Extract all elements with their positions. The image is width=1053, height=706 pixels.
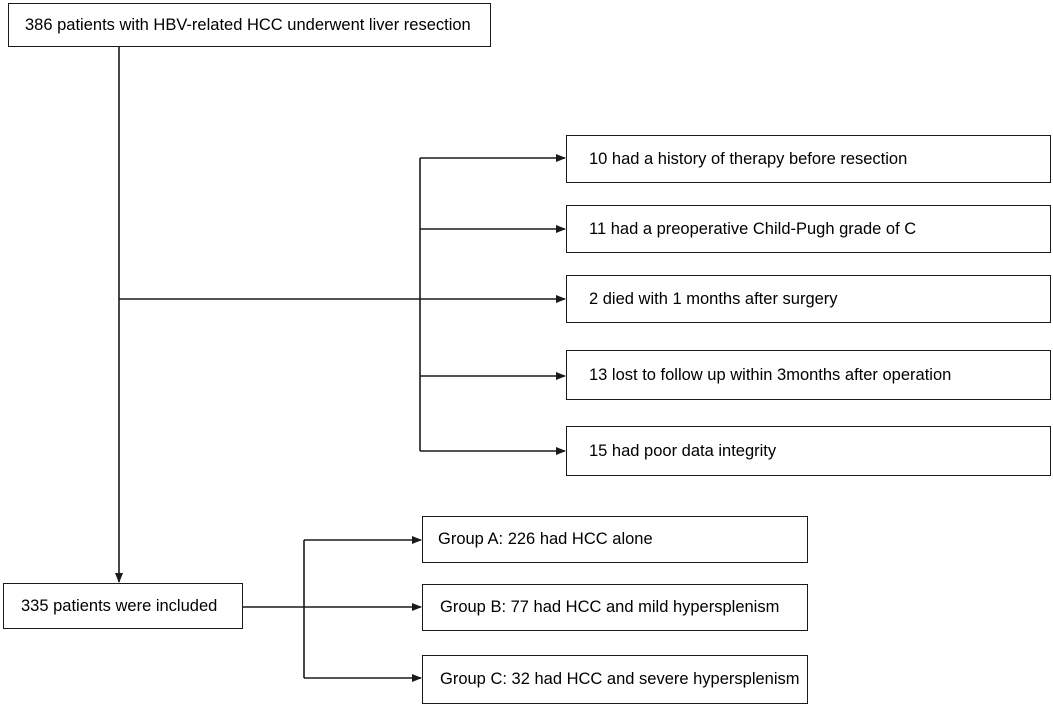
group-box-c: Group C: 32 had HCC and severe hypersple… <box>422 655 808 704</box>
exclusion-label-1: 10 had a history of therapy before resec… <box>589 149 908 168</box>
exclusion-box-1: 10 had a history of therapy before resec… <box>566 135 1051 183</box>
group-box-b: Group B: 77 had HCC and mild hyperspleni… <box>422 584 808 631</box>
exclusion-box-4: 13 lost to follow up within 3months afte… <box>566 350 1051 400</box>
exclusion-box-5: 15 had poor data integrity <box>566 426 1051 476</box>
exclusion-box-3: 2 died with 1 months after surgery <box>566 275 1051 323</box>
exclusion-label-4: 13 lost to follow up within 3months afte… <box>589 365 952 384</box>
included-box-label: 335 patients were included <box>21 596 218 615</box>
group-label-b: Group B: 77 had HCC and mild hyperspleni… <box>440 598 780 617</box>
exclusion-label-3: 2 died with 1 months after surgery <box>589 289 838 308</box>
top-box-label: 386 patients with HBV-related HCC underw… <box>25 15 471 34</box>
group-box-a: Group A: 226 had HCC alone <box>422 516 808 563</box>
exclusion-box-2: 11 had a preoperative Child-Pugh grade o… <box>566 205 1051 253</box>
top-box: 386 patients with HBV-related HCC underw… <box>8 3 491 47</box>
included-box: 335 patients were included <box>3 583 243 629</box>
group-label-a: Group A: 226 had HCC alone <box>438 530 653 549</box>
exclusion-label-5: 15 had poor data integrity <box>589 441 777 460</box>
group-label-c: Group C: 32 had HCC and severe hypersple… <box>440 670 800 689</box>
exclusion-label-2: 11 had a preoperative Child-Pugh grade o… <box>589 219 917 238</box>
